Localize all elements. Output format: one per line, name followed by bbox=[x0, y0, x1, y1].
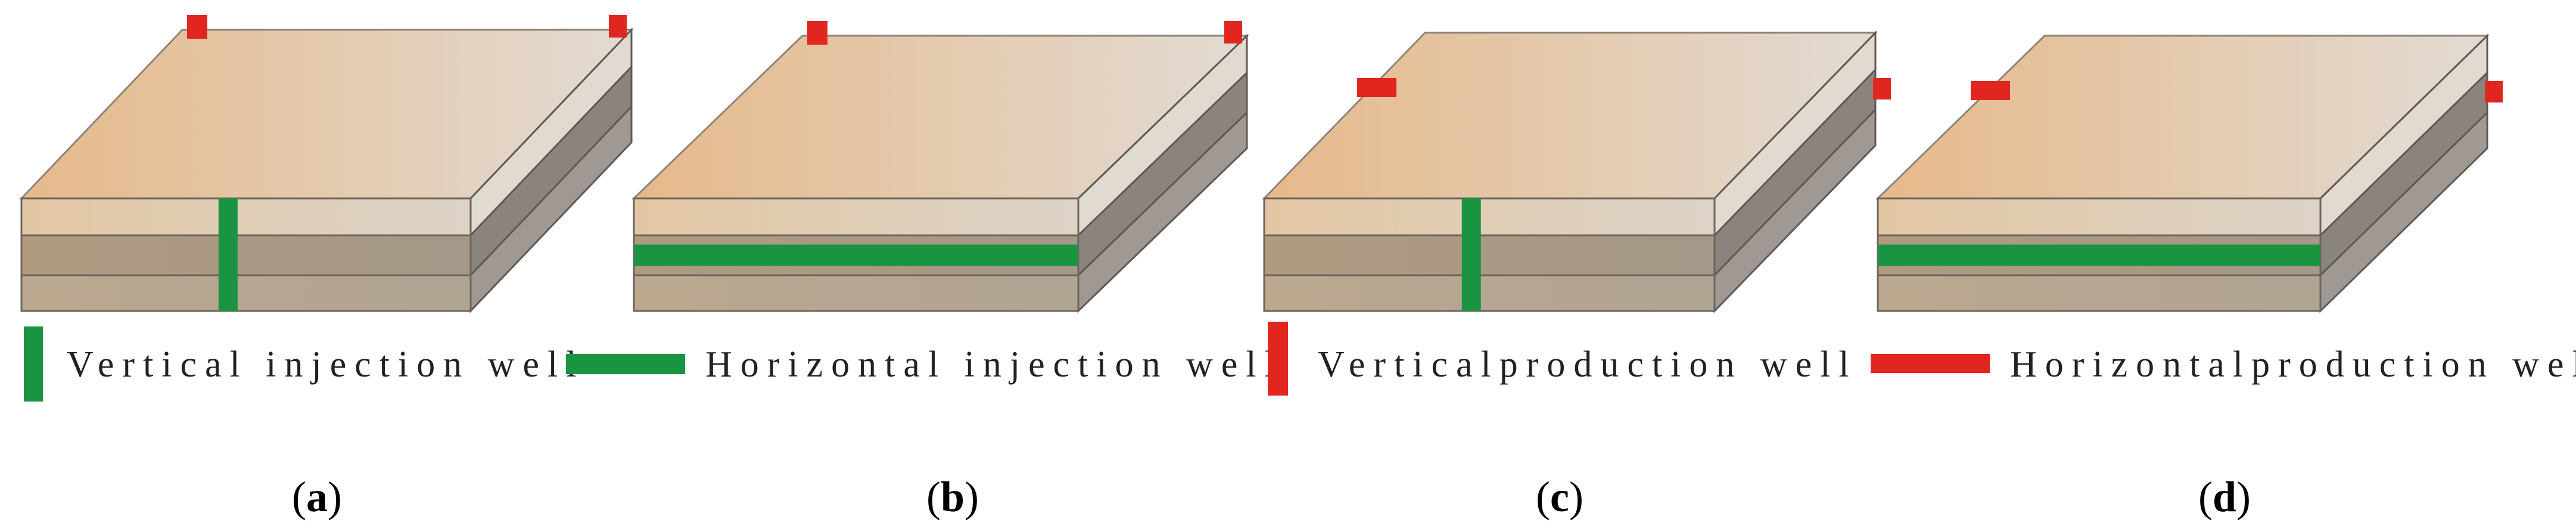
reservoir-front-bottom-layer bbox=[1263, 274, 1716, 312]
vertical-production-well-right bbox=[1224, 21, 1242, 43]
vertical-production-well-right bbox=[609, 15, 627, 38]
horizontal-injection-well bbox=[1878, 244, 2320, 266]
panel-b bbox=[631, 21, 1249, 313]
vertical-production-well-swatch bbox=[1268, 322, 1288, 396]
panel-caption-a: (a) bbox=[292, 473, 342, 521]
panel-d bbox=[1875, 33, 2503, 313]
vertical-injection-well-swatch bbox=[24, 326, 43, 402]
vertical-injection-well bbox=[1461, 198, 1481, 311]
legend-horizontal-production-label: Horizontalproduction well bbox=[2010, 344, 2576, 385]
reservoir-front-bottom-layer bbox=[633, 274, 1079, 312]
horizontal-injection-well bbox=[634, 244, 1078, 266]
horizontal-production-well-right bbox=[1873, 78, 1891, 99]
vertical-production-well-left bbox=[807, 21, 827, 45]
panel-label-b: b bbox=[941, 473, 965, 521]
vertical-injection-well bbox=[218, 198, 238, 311]
reservoir-front-middle-layer bbox=[20, 234, 472, 276]
horizontal-production-well-left bbox=[1971, 81, 2010, 100]
reservoir-front-bottom-layer bbox=[20, 274, 472, 312]
panel-label-d: d bbox=[2213, 473, 2236, 521]
horizontal-production-well-left bbox=[1357, 78, 1396, 97]
reservoir-front-top-layer bbox=[633, 197, 1079, 237]
panel-caption-c: (c) bbox=[1536, 473, 1583, 521]
reservoir-front-bottom-layer bbox=[1877, 274, 2322, 312]
reservoir-front-middle-layer bbox=[1263, 234, 1716, 276]
panel-caption-d: (d) bbox=[2198, 473, 2251, 521]
legend: Vertical injection well Horizontal injec… bbox=[24, 322, 2576, 402]
panel-a bbox=[19, 15, 634, 313]
reservoir-front-top-layer bbox=[1263, 197, 1716, 237]
reservoir-front-top-layer bbox=[20, 197, 472, 237]
legend-vertical-injection-label: Vertical injection well bbox=[67, 344, 584, 385]
panel-captions: (a) (b) (c) (d) bbox=[292, 473, 2251, 521]
vertical-production-well-left bbox=[187, 15, 207, 39]
horizontal-production-well-right bbox=[2485, 81, 2503, 102]
legend-vertical-production-label: Verticalproduction well bbox=[1318, 344, 1858, 385]
panel-caption-b: (b) bbox=[926, 473, 979, 521]
panel-c bbox=[1262, 30, 1891, 313]
horizontal-injection-well-swatch bbox=[566, 354, 685, 374]
reservoir-front-top-layer bbox=[1877, 197, 2322, 237]
legend-horizontal-injection-label: Horizontal injection well bbox=[705, 344, 1283, 385]
panel-label-a: a bbox=[306, 473, 328, 521]
horizontal-production-well-swatch bbox=[1871, 354, 1990, 373]
panel-label-c: c bbox=[1550, 473, 1569, 521]
